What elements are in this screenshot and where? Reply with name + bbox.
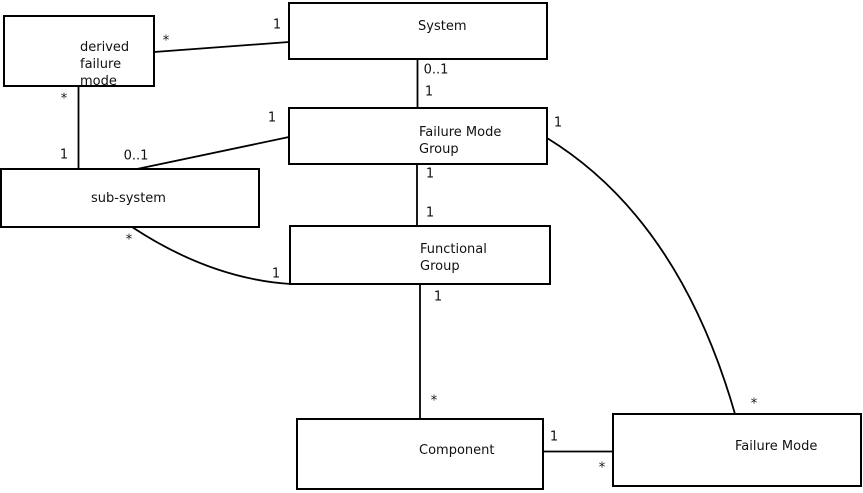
multiplicity-label: 1 — [549, 429, 559, 445]
node-sub-system: sub-system — [0, 168, 260, 228]
multiplicity-label: * — [750, 396, 758, 412]
node-label: Component — [419, 443, 495, 458]
multiplicity-label: * — [125, 232, 133, 248]
multiplicity-label: 1 — [425, 166, 435, 182]
node-label: Functional Group — [420, 242, 487, 274]
connector-failure-mode-group-sub-system — [136, 136, 290, 170]
connector-failure-mode-group-failure-mode — [546, 137, 736, 415]
multiplicity-label: 1 — [553, 115, 563, 131]
multiplicity-label: 1 — [59, 147, 69, 163]
node-label: derived failure mode — [80, 40, 130, 89]
node-system: System — [288, 2, 548, 60]
node-label: Failure Mode Group — [419, 125, 502, 157]
node-label: System — [418, 19, 467, 34]
multiplicity-label: 1 — [424, 84, 434, 100]
multiplicity-label: 0..1 — [423, 62, 449, 78]
node-label: sub-system — [91, 191, 166, 206]
node-failure-mode-group: Failure Mode Group — [288, 107, 548, 165]
multiplicity-label: 1 — [272, 17, 282, 33]
multiplicity-label: 1 — [271, 266, 281, 282]
multiplicity-label: 1 — [425, 205, 435, 221]
node-derived-failure-mode: derived failure mode — [3, 15, 155, 89]
multiplicity-label: 1 — [433, 289, 443, 305]
multiplicity-label: 1 — [267, 110, 277, 126]
multiplicity-label: * — [598, 460, 606, 476]
node-label: Failure Mode — [735, 439, 818, 454]
connector-system-derived-failure-mode — [153, 41, 290, 53]
connector-sub-system-functional-group — [131, 226, 292, 285]
multiplicity-label: 0..1 — [123, 148, 149, 164]
node-functional-group: Functional Group — [289, 225, 551, 285]
multiplicity-label: * — [60, 91, 68, 107]
multiplicity-label: * — [430, 393, 438, 409]
node-failure-mode: Failure Mode — [612, 413, 862, 487]
multiplicity-label: * — [162, 33, 170, 49]
node-component: Component — [296, 418, 544, 490]
